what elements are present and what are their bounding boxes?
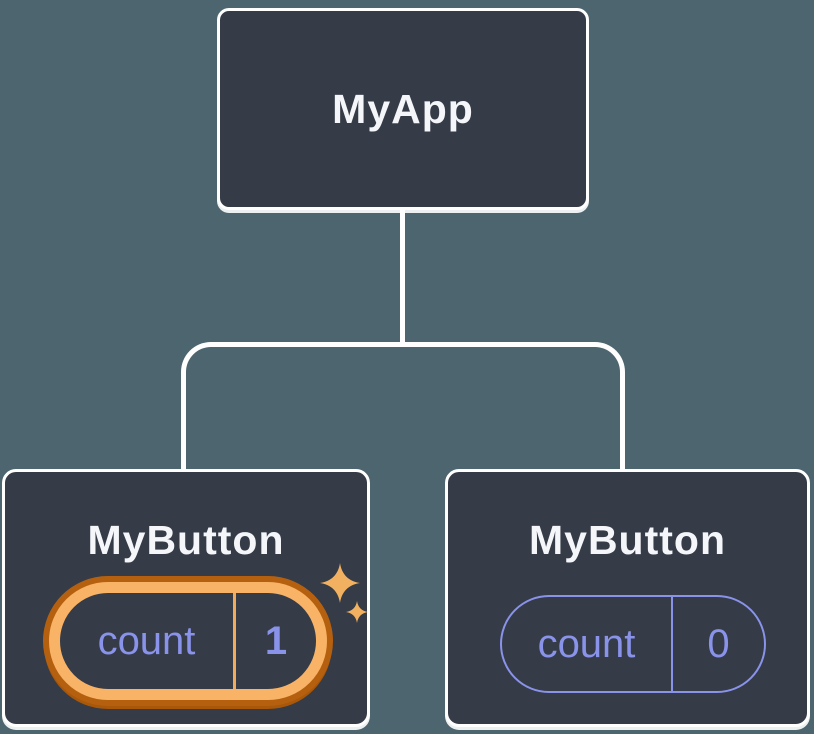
child-node-mybutton-plain: MyButton count 0	[445, 469, 810, 727]
state-pill-highlighted: count 1	[49, 582, 327, 700]
child-node-label: MyButton	[87, 517, 285, 563]
state-key-label: count	[97, 618, 196, 663]
sparkle-icon-small	[346, 601, 368, 623]
state-value: 0	[671, 597, 764, 691]
state-key-label: count	[537, 621, 636, 666]
child-node-label: MyButton	[528, 517, 726, 563]
connector-stem	[400, 210, 405, 344]
sparkle-icon-large	[320, 563, 360, 603]
child-node-mybutton-updated: MyButton count 1	[2, 469, 370, 727]
connector-branch	[181, 342, 625, 469]
state-value: 1	[233, 593, 316, 689]
state-pill-plain: count 0	[500, 595, 766, 693]
root-node-myapp: MyApp	[217, 8, 589, 210]
root-node-label: MyApp	[332, 85, 474, 132]
